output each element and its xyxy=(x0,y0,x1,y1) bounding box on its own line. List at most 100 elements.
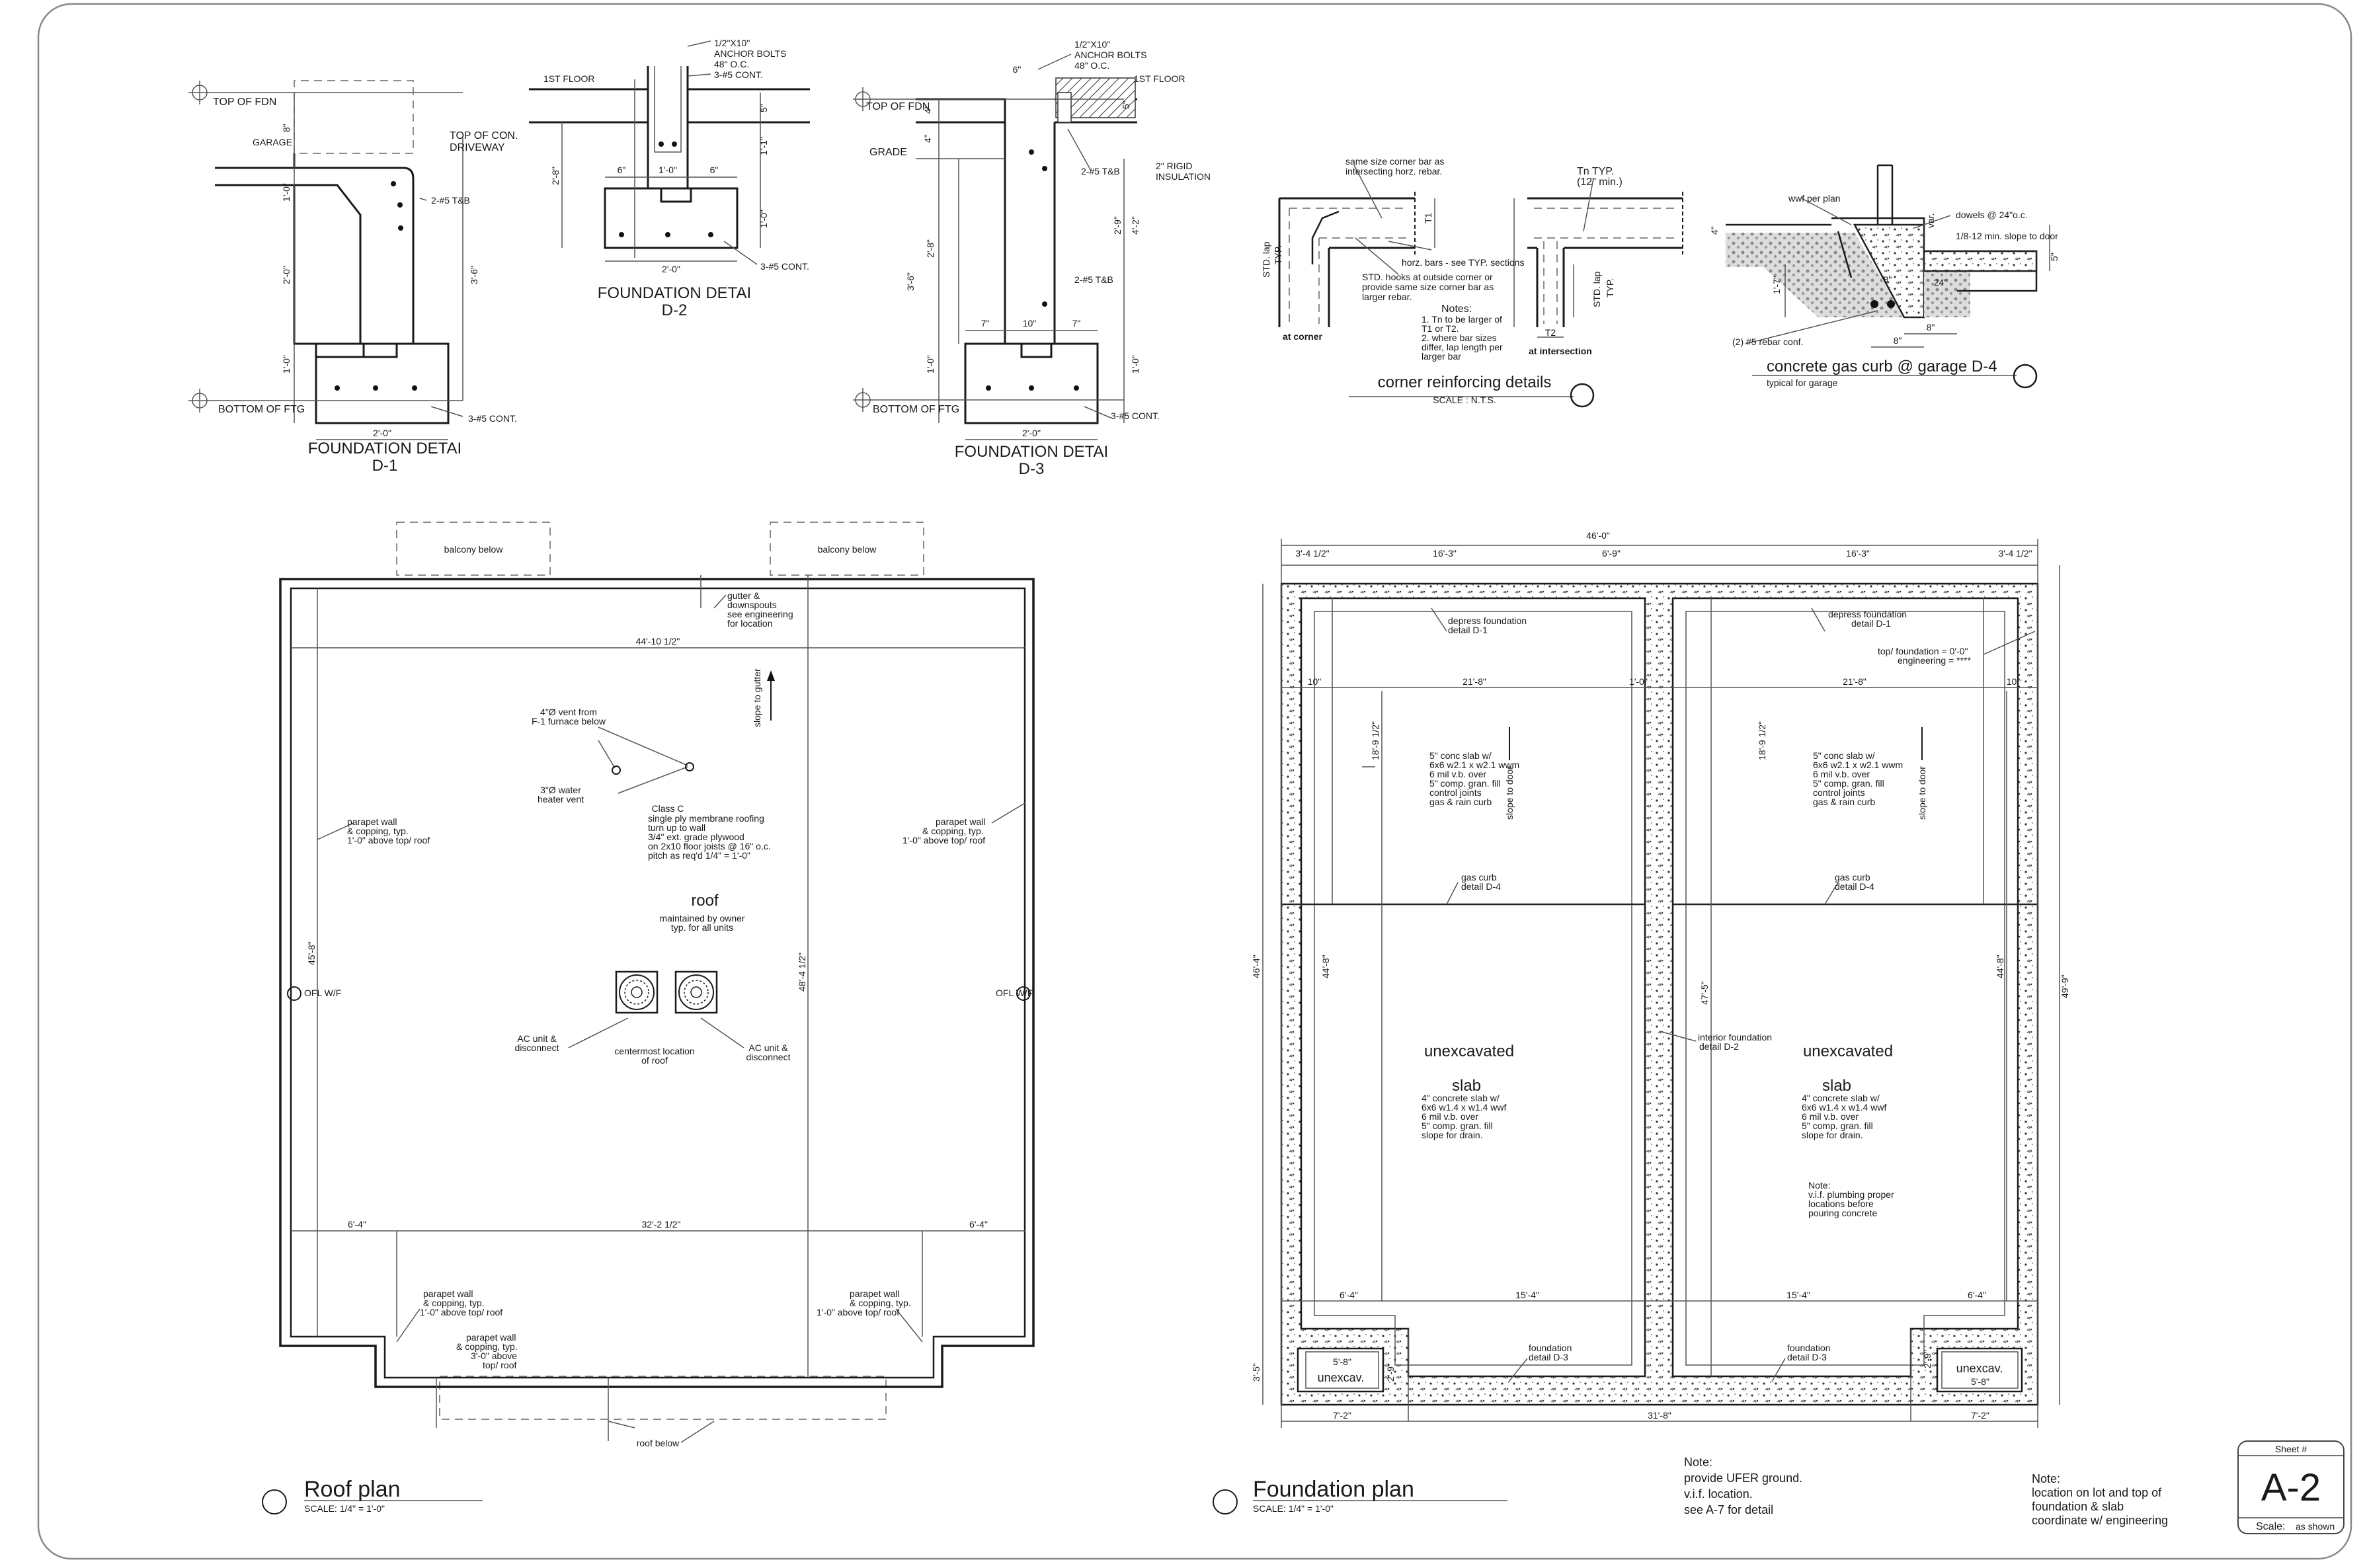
d1-bars: 2-#5 T&B xyxy=(431,195,470,206)
fdn-dim-448b: 44'-8" xyxy=(1995,955,2005,978)
fdn-dim-154b: 15'-4" xyxy=(1786,1290,1810,1300)
roof-dim-left-v: 45'-8" xyxy=(306,941,317,965)
d3-dim-10v: 1'-0" xyxy=(925,355,936,373)
d3-dim-7b: 7" xyxy=(1072,318,1081,329)
fdn-gas-l2: detail D-4 xyxy=(1461,881,1501,892)
d3-grade: GRADE xyxy=(869,147,907,158)
foundation-detail-d1: TOP OF FDN GARAGE TOP OF CON. DRIVEWAY 2… xyxy=(188,80,518,475)
fdn-slab-r3: 6 mil v.b. over xyxy=(1813,769,1870,779)
fdn-dim-58b: 5'-8" xyxy=(1971,1376,1989,1387)
fdn-fd-l2: detail D-3 xyxy=(1529,1352,1568,1362)
title-block: Sheet # A-2 Scale: as shown xyxy=(2237,1440,2345,1534)
ufer-note-title: Note: xyxy=(1684,1456,1712,1469)
fdn-s4-l5: slope for drain. xyxy=(1422,1130,1483,1140)
corner-std-lap-right: STD. lap xyxy=(1591,271,1602,307)
corner-n2: T1 or T2. xyxy=(1422,323,1459,334)
fdn-dim-475: 47'-5" xyxy=(1699,981,1710,1005)
fdn-s4-r2: 6x6 w1.4 x w1.4 wwf xyxy=(1802,1102,1886,1113)
roof-parapet-br3: 1'-0" above top/ roof xyxy=(817,1307,899,1317)
fdn-gas-r2: detail D-4 xyxy=(1835,881,1874,892)
d2-dim-6b: 6" xyxy=(710,165,719,175)
fdn-s4-r4: 5" comp. gran. fill xyxy=(1802,1120,1873,1131)
fdn-int-2: detail D-2 xyxy=(1699,1041,1739,1052)
d3-dim-4a: 4" xyxy=(922,105,933,114)
fdn-unexcav-right: unexcav. xyxy=(1956,1362,2003,1375)
roof-class-3: turn up to wall xyxy=(648,822,705,833)
fdn-note: Note: xyxy=(1808,1180,1830,1191)
roof-maint-2: typ. for all units xyxy=(671,922,733,933)
roof-center-2: of roof xyxy=(641,1055,668,1066)
d2-cont-bot: 3-#5 CONT. xyxy=(760,261,809,272)
fdn-dim-29b: 2'-9" xyxy=(1922,1350,1933,1368)
d2-anchor-1: 1/2"X10" xyxy=(714,38,750,48)
roof-class-6: pitch as req'd 1/4" = 1'-0" xyxy=(648,850,750,861)
d2-dim-6a: 6" xyxy=(618,165,626,175)
fdn-dim-35: 3'-5" xyxy=(1251,1363,1262,1382)
roof-dim-right-seg: 6'-4" xyxy=(969,1219,988,1230)
roof-dim-mid-v: 48'-4 1/2" xyxy=(797,953,807,992)
roof-parapet-c2: & copping, typ. xyxy=(456,1341,518,1352)
d3-dim-36: 3'-6" xyxy=(905,272,916,291)
roof-parapet-r3: 1'-0" above top/ roof xyxy=(902,835,985,845)
ac-unit-left-icon xyxy=(615,970,659,1014)
fdn-dim-1891a: 18'-9 1/2" xyxy=(1370,721,1381,760)
d2-dim-10v: 1'-0" xyxy=(758,210,769,228)
d3-anchor-1: 1/2"X10" xyxy=(1074,39,1110,50)
roof-parapet-r2: & copping, typ. xyxy=(922,826,984,836)
corner-horz: horz. bars - see TYP. sections xyxy=(1402,257,1524,268)
scale-label: Scale: xyxy=(2256,1521,2285,1532)
d3-dim-5: 5" xyxy=(1121,100,1131,109)
d2-anchor-2: ANCHOR BOLTS xyxy=(714,48,786,59)
corner-tn-2: (12" min.) xyxy=(1577,176,1623,188)
d2-anchor-3: 48" O.C. xyxy=(714,59,749,69)
corner-same-2: intersecting horz. rebar. xyxy=(1345,166,1442,176)
fdn-dim-1891b: 18'-9 1/2" xyxy=(1757,721,1767,760)
fdn-dim-29a: 2'-9" xyxy=(1385,1363,1396,1382)
scale-value: as shown xyxy=(2296,1521,2335,1532)
fdn-dim-58a: 5'-8" xyxy=(1333,1356,1351,1367)
fdn-dim-318: 31'-8" xyxy=(1648,1410,1671,1421)
fdn-slab-l5: control joints xyxy=(1429,787,1482,798)
ufer-note-3: see A-7 for detail xyxy=(1684,1503,1773,1516)
roof-gutter-1: gutter & xyxy=(727,590,760,601)
fdn-slab-r4: 5" comp. gran. fill xyxy=(1813,778,1884,789)
sheet-number: A-2 xyxy=(2261,1466,2321,1509)
roof-gutter-4: for location xyxy=(727,618,772,629)
d3-rigid-1: 2" RIGID xyxy=(1156,161,1193,171)
roof-plan-scale: SCALE: 1/4" = 1'-0" xyxy=(304,1503,385,1514)
corner-std-2: provide same size corner bar as xyxy=(1362,282,1494,292)
fdn-dim-total: 46'-0" xyxy=(1586,530,1610,541)
d1-cont: 3-#5 CONT. xyxy=(468,413,517,424)
roof-class-4: 3/4" ext. grade plywood xyxy=(648,832,744,842)
d3-dim-4b: 4" xyxy=(922,134,933,143)
foundation-detail-d2: 1ST FLOOR 1/2"X10" ANCHOR BOLTS 48" O.C.… xyxy=(529,38,810,319)
fdn-tof-1: top/ foundation = 0'-0" xyxy=(1878,646,1968,656)
fdn-dep-l1: depress foundation xyxy=(1448,615,1527,626)
roof-ovf-left: OFL W/F xyxy=(304,988,341,998)
sheet-border xyxy=(37,3,2352,1560)
fdn-unexcav-left: unexcav. xyxy=(1318,1371,1365,1384)
roof-center-1: centermost location xyxy=(614,1046,694,1056)
fdn-dim-64a: 6'-4" xyxy=(1340,1290,1358,1300)
lot-note-1: location on lot and top of xyxy=(2032,1486,2162,1499)
d1-top-of-fdn: TOP OF FDN xyxy=(213,97,276,108)
fdn-slab-l2: 6x6 w2.1 x w2.1 wwm xyxy=(1429,760,1519,770)
corner-t1: T1 xyxy=(1423,212,1433,223)
fdn-gas-l1: gas curb xyxy=(1461,872,1497,882)
roof-parapet-c1: parapet wall xyxy=(466,1332,516,1343)
fdn-gas-r1: gas curb xyxy=(1835,872,1870,882)
curb-dim-17: 1'-7" xyxy=(1771,276,1782,294)
fdn-dim-right-v: 49'-9" xyxy=(2060,974,2070,998)
d3-cont: 3-#5 CONT. xyxy=(1111,411,1160,421)
roof-label: roof xyxy=(691,892,719,910)
curb-dim-24: 24" xyxy=(1934,277,1948,288)
corner-std-3: larger rebar. xyxy=(1362,292,1412,302)
d3-dim-6: 6" xyxy=(1013,64,1022,75)
d3-anchor-3: 48" O.C. xyxy=(1074,60,1109,71)
roof-parapet-bl3: 1'-0" above top/ roof xyxy=(420,1307,502,1317)
roof-class-5: on 2x10 floor joists @ 16" o.c. xyxy=(648,841,771,851)
corner-at-intersection: at intersection xyxy=(1529,346,1592,356)
d1-bottom-of-ftg: BOTTOM OF FTG xyxy=(218,404,305,415)
fdn-s4-r3: 6 mil v.b. over xyxy=(1802,1111,1859,1122)
d1-top-of-con: TOP OF CON. xyxy=(450,130,518,141)
